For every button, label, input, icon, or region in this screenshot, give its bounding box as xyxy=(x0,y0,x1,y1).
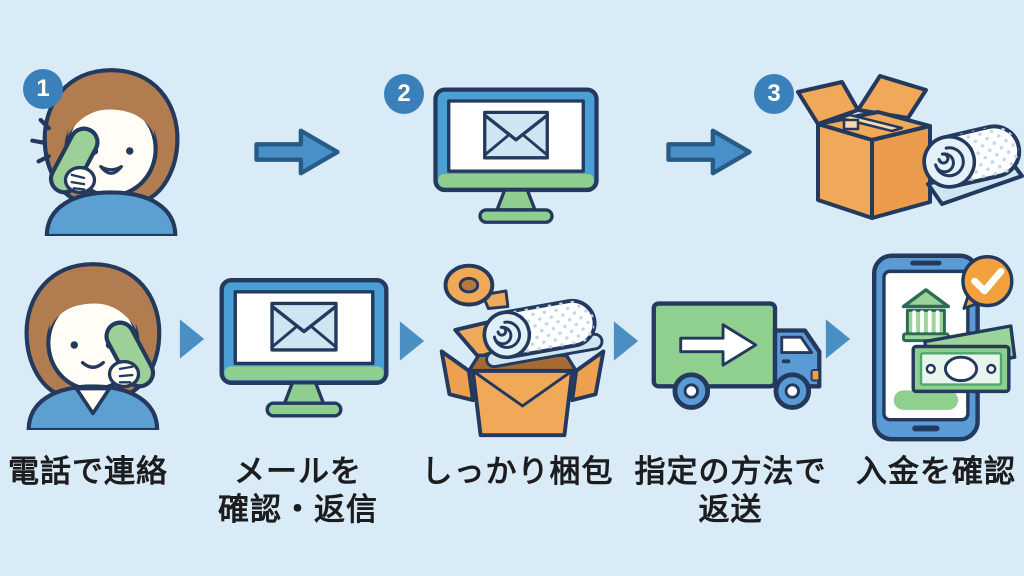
step-label-return-shipping: 指定の方法で 返送 xyxy=(634,454,827,527)
step-label-payment-confirm: 入金を確認 xyxy=(856,454,1016,489)
check-badge-icon xyxy=(961,255,1014,310)
arrow-right-icon xyxy=(666,128,752,176)
triangle-arrow-icon xyxy=(179,319,205,359)
step-2-badge: 2 xyxy=(384,74,424,114)
tape-box-futon-icon xyxy=(439,263,606,438)
triangle-arrow-icon xyxy=(613,321,639,361)
step-label-email-reply: メールを 確認・返信 xyxy=(218,454,378,527)
bank-icon xyxy=(901,288,951,343)
banknotes-icon xyxy=(911,324,1017,394)
sound-dashes-icon xyxy=(30,117,51,164)
step-label-packing: しっかり梱包 xyxy=(421,454,614,489)
arrow-right-icon xyxy=(254,128,340,176)
triangle-arrow-icon xyxy=(825,319,851,359)
truck-arrow-icon xyxy=(679,323,758,367)
woman-phone-icon xyxy=(24,262,162,430)
monitor-email-icon xyxy=(219,278,389,418)
step-label-phone-contact: 電話で連絡 xyxy=(8,454,168,489)
truck-icon xyxy=(651,301,822,410)
box-futon-icon xyxy=(796,74,1024,220)
step-3-badge: 3 xyxy=(754,74,794,114)
phone-payment-icon xyxy=(872,253,1017,442)
monitor-email-icon xyxy=(433,87,599,224)
step-1-badge: 1 xyxy=(23,69,63,109)
woman-phone-icon xyxy=(30,68,180,236)
triangle-arrow-icon xyxy=(399,321,425,361)
